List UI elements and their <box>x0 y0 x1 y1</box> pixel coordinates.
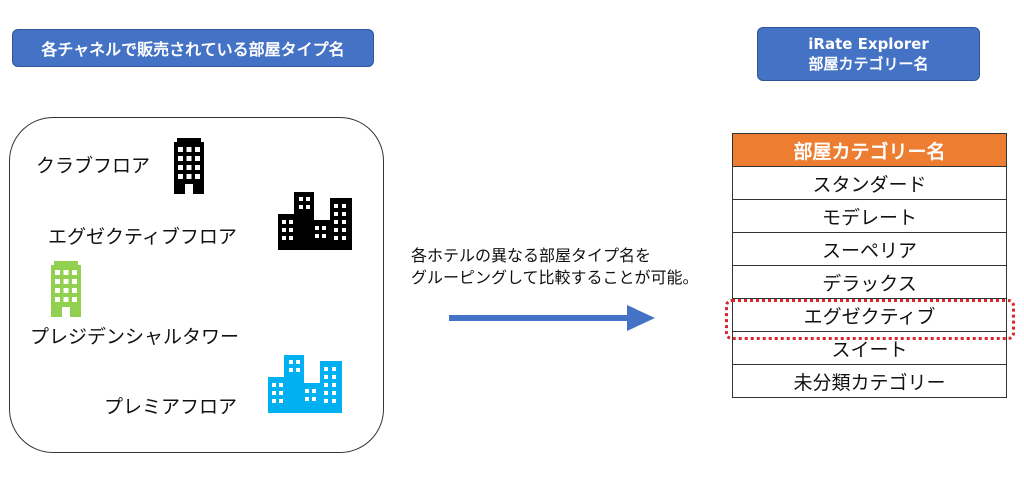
room-type-premier-floor: プレミアフロア <box>104 396 238 418</box>
channel-room-types-label: 各チャネルで販売されている部屋タイプ名 <box>12 29 374 67</box>
category-moderate: モデレート <box>732 199 1007 233</box>
table-row: スタンダード <box>732 166 1007 200</box>
table-row: 未分類カテゴリー <box>732 364 1007 398</box>
grouping-note: 各ホテルの異なる部屋タイプ名を グルーピングして比較することが可能。 <box>411 245 731 289</box>
table-header: 部屋カテゴリー名 <box>732 133 1007 167</box>
room-category-title: 部屋カテゴリー名 <box>808 55 929 73</box>
table-row: スーペリア <box>732 232 1007 266</box>
category-executive: エグゼクティブ <box>732 298 1007 332</box>
category-superior: スーペリア <box>732 232 1007 266</box>
table-row: エグゼクティブ <box>732 298 1007 332</box>
building-icon <box>51 261 81 317</box>
building-icon <box>174 138 204 194</box>
grouping-note-line-2: グルーピングして比較することが可能。 <box>411 268 699 287</box>
buildings-icon <box>278 192 352 250</box>
irate-explorer-title: iRate Explorer <box>808 35 929 53</box>
grouping-note-line-1: 各ホテルの異なる部屋タイプ名を <box>411 246 652 265</box>
table-row: デラックス <box>732 265 1007 299</box>
room-type-club-floor: クラブフロア <box>36 155 151 177</box>
room-category-table: 部屋カテゴリー名 スタンダード モデレート スーペリア デラックス エグゼクティ… <box>732 133 1007 398</box>
room-type-executive-floor: エグゼクティブフロア <box>48 226 237 248</box>
category-uncategorized: 未分類カテゴリー <box>732 364 1007 398</box>
table-header-row: 部屋カテゴリー名 <box>732 133 1007 167</box>
highlight-executive-row <box>725 299 1015 340</box>
arrow-right-icon <box>449 305 655 331</box>
category-standard: スタンダード <box>732 166 1007 200</box>
room-type-group: クラブフロア エグゼクティブフロア <box>9 117 384 453</box>
irate-explorer-label: iRate Explorer 部屋カテゴリー名 <box>757 27 980 81</box>
table-row: モデレート <box>732 199 1007 233</box>
buildings-icon <box>268 355 342 413</box>
category-deluxe: デラックス <box>732 265 1007 299</box>
room-type-presidential-tower: プレジデンシャルタワー <box>30 326 240 348</box>
channel-room-types-label-text: 各チャネルで販売されている部屋タイプ名 <box>41 40 345 59</box>
